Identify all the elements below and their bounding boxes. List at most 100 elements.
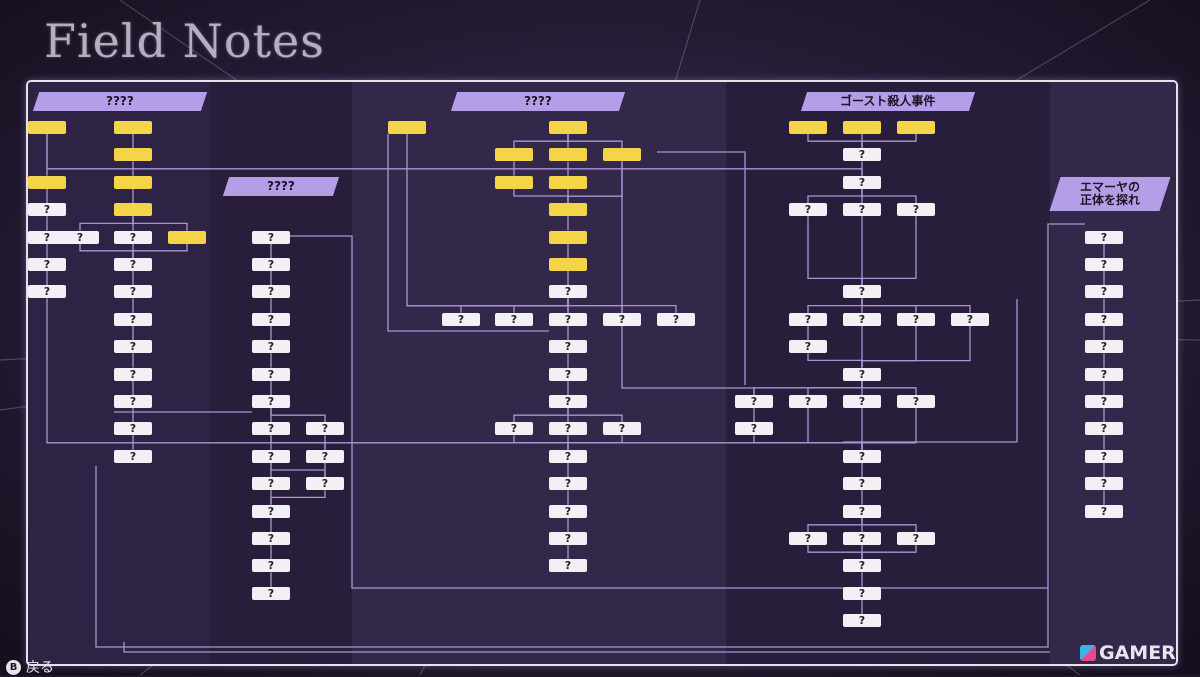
- note-node-locked[interactable]: ?: [1085, 367, 1123, 381]
- note-node-locked[interactable]: ?: [252, 285, 290, 299]
- note-node-locked[interactable]: ?: [114, 258, 152, 271]
- note-node-revealed[interactable]: [168, 230, 206, 244]
- note-node-revealed[interactable]: [549, 203, 587, 217]
- note-node-revealed[interactable]: [388, 121, 426, 134]
- note-node-revealed[interactable]: [114, 175, 152, 189]
- note-node-locked[interactable]: ?: [789, 203, 827, 217]
- note-node-locked[interactable]: ?: [306, 449, 344, 463]
- note-node-locked[interactable]: ?: [549, 395, 587, 408]
- note-node-locked[interactable]: ?: [252, 230, 290, 244]
- note-node-locked[interactable]: ?: [252, 586, 290, 600]
- note-node-locked[interactable]: ?: [114, 312, 152, 326]
- note-node-locked[interactable]: ?: [843, 367, 881, 381]
- note-node-revealed[interactable]: [549, 230, 587, 244]
- note-node-locked[interactable]: ?: [843, 395, 881, 408]
- note-node-revealed[interactable]: [549, 175, 587, 189]
- note-node-revealed[interactable]: [549, 121, 587, 134]
- note-node-locked[interactable]: ?: [114, 285, 152, 299]
- note-node-locked[interactable]: ?: [549, 504, 587, 518]
- note-node-locked[interactable]: ?: [495, 422, 533, 436]
- note-node-locked[interactable]: ?: [897, 395, 935, 408]
- case-header[interactable]: ????: [32, 92, 208, 111]
- note-node-locked[interactable]: ?: [61, 230, 99, 244]
- note-node-locked[interactable]: ?: [252, 258, 290, 271]
- note-node-locked[interactable]: ?: [252, 312, 290, 326]
- note-node-locked[interactable]: ?: [306, 422, 344, 436]
- note-node-locked[interactable]: ?: [603, 312, 641, 326]
- note-node-locked[interactable]: ?: [1085, 230, 1123, 244]
- note-node-locked[interactable]: ?: [603, 422, 641, 436]
- note-node-locked[interactable]: ?: [252, 395, 290, 408]
- note-node-revealed[interactable]: [843, 121, 881, 134]
- note-node-locked[interactable]: ?: [549, 532, 587, 545]
- note-node-locked[interactable]: ?: [442, 312, 480, 326]
- note-node-locked[interactable]: ?: [549, 559, 587, 573]
- note-node-revealed[interactable]: [28, 175, 66, 189]
- case-header[interactable]: エマーヤの 正体を探れ: [1049, 177, 1171, 211]
- note-node-locked[interactable]: ?: [252, 559, 290, 573]
- back-control[interactable]: B 戻る: [6, 657, 54, 677]
- note-node-locked[interactable]: ?: [549, 312, 587, 326]
- note-node-locked[interactable]: ?: [549, 340, 587, 354]
- note-node-locked[interactable]: ?: [252, 422, 290, 436]
- note-node-locked[interactable]: ?: [1085, 449, 1123, 463]
- note-node-locked[interactable]: ?: [1085, 258, 1123, 271]
- note-node-locked[interactable]: ?: [1085, 504, 1123, 518]
- case-header[interactable]: ????: [450, 92, 626, 111]
- note-node-locked[interactable]: ?: [306, 477, 344, 491]
- note-node-revealed[interactable]: [549, 148, 587, 162]
- note-node-locked[interactable]: ?: [843, 175, 881, 189]
- note-node-revealed[interactable]: [897, 121, 935, 134]
- note-node-locked[interactable]: ?: [549, 367, 587, 381]
- note-node-locked[interactable]: ?: [114, 395, 152, 408]
- note-node-locked[interactable]: ?: [549, 285, 587, 299]
- note-node-locked[interactable]: ?: [789, 340, 827, 354]
- note-node-locked[interactable]: ?: [252, 504, 290, 518]
- note-node-locked[interactable]: ?: [549, 422, 587, 436]
- note-node-locked[interactable]: ?: [252, 532, 290, 545]
- note-node-locked[interactable]: ?: [843, 477, 881, 491]
- note-node-locked[interactable]: ?: [495, 312, 533, 326]
- note-node-locked[interactable]: ?: [843, 203, 881, 217]
- note-node-locked[interactable]: ?: [252, 477, 290, 491]
- note-node-locked[interactable]: ?: [843, 559, 881, 573]
- note-node-locked[interactable]: ?: [252, 367, 290, 381]
- note-node-locked[interactable]: ?: [951, 312, 989, 326]
- note-node-locked[interactable]: ?: [1085, 477, 1123, 491]
- note-node-locked[interactable]: ?: [28, 230, 66, 244]
- note-node-locked[interactable]: ?: [549, 449, 587, 463]
- note-node-locked[interactable]: ?: [1085, 395, 1123, 408]
- note-node-revealed[interactable]: [114, 203, 152, 217]
- note-node-locked[interactable]: ?: [252, 449, 290, 463]
- note-node-locked[interactable]: ?: [28, 285, 66, 299]
- note-node-locked[interactable]: ?: [897, 532, 935, 545]
- note-node-revealed[interactable]: [495, 148, 533, 162]
- note-node-locked[interactable]: ?: [897, 203, 935, 217]
- note-node-locked[interactable]: ?: [843, 148, 881, 162]
- note-node-revealed[interactable]: [28, 121, 66, 134]
- note-node-locked[interactable]: ?: [252, 340, 290, 354]
- note-node-locked[interactable]: ?: [843, 285, 881, 299]
- note-node-locked[interactable]: ?: [843, 614, 881, 628]
- note-node-locked[interactable]: ?: [114, 230, 152, 244]
- note-node-locked[interactable]: ?: [1085, 422, 1123, 436]
- note-node-locked[interactable]: ?: [789, 312, 827, 326]
- note-node-revealed[interactable]: [603, 148, 641, 162]
- note-node-revealed[interactable]: [495, 175, 533, 189]
- note-node-revealed[interactable]: [789, 121, 827, 134]
- note-node-locked[interactable]: ?: [735, 395, 773, 408]
- note-node-locked[interactable]: ?: [1085, 312, 1123, 326]
- note-node-revealed[interactable]: [549, 258, 587, 271]
- note-node-locked[interactable]: ?: [114, 340, 152, 354]
- case-header[interactable]: ゴースト殺人事件: [800, 92, 976, 111]
- note-node-locked[interactable]: ?: [114, 422, 152, 436]
- note-node-locked[interactable]: ?: [789, 395, 827, 408]
- note-node-locked[interactable]: ?: [28, 258, 66, 271]
- note-node-locked[interactable]: ?: [843, 586, 881, 600]
- note-node-locked[interactable]: ?: [114, 367, 152, 381]
- note-node-locked[interactable]: ?: [28, 203, 66, 217]
- note-node-locked[interactable]: ?: [1085, 340, 1123, 354]
- note-node-locked[interactable]: ?: [843, 532, 881, 545]
- note-node-locked[interactable]: ?: [789, 532, 827, 545]
- note-node-locked[interactable]: ?: [549, 477, 587, 491]
